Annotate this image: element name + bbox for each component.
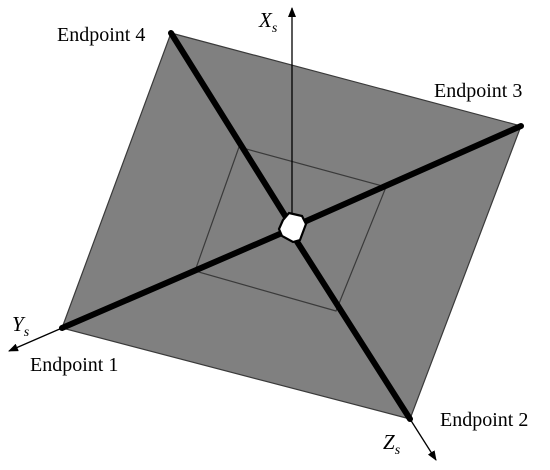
endpoint-4-label: Endpoint 4 xyxy=(57,24,145,46)
x-axis-letter: X xyxy=(258,8,273,32)
x-axis-label: Xs xyxy=(258,8,278,36)
beam-endpoint-4 xyxy=(168,30,292,225)
z-axis-label: Zs xyxy=(383,430,401,458)
endpoint-1-label: Endpoint 1 xyxy=(30,354,118,376)
y-axis-subscript: s xyxy=(24,325,30,340)
y-axis-label: Ys xyxy=(12,312,30,340)
z-axis-letter: Z xyxy=(383,430,395,454)
endpoint-3-label: Endpoint 3 xyxy=(434,80,522,102)
z-axis-arrow xyxy=(409,418,437,461)
endpoint-2-label: Endpoint 2 xyxy=(440,409,528,431)
beam-endpoint-3 xyxy=(301,123,524,225)
y-axis-arrow xyxy=(8,327,63,352)
beam-endpoint-1 xyxy=(59,230,285,331)
inner-frame xyxy=(194,146,387,312)
z-axis-subscript: s xyxy=(395,443,401,458)
y-axis-letter: Y xyxy=(12,312,26,336)
x-axis-subscript: s xyxy=(272,21,278,36)
central-hub xyxy=(277,211,308,244)
beam-endpoint-2 xyxy=(293,237,413,422)
